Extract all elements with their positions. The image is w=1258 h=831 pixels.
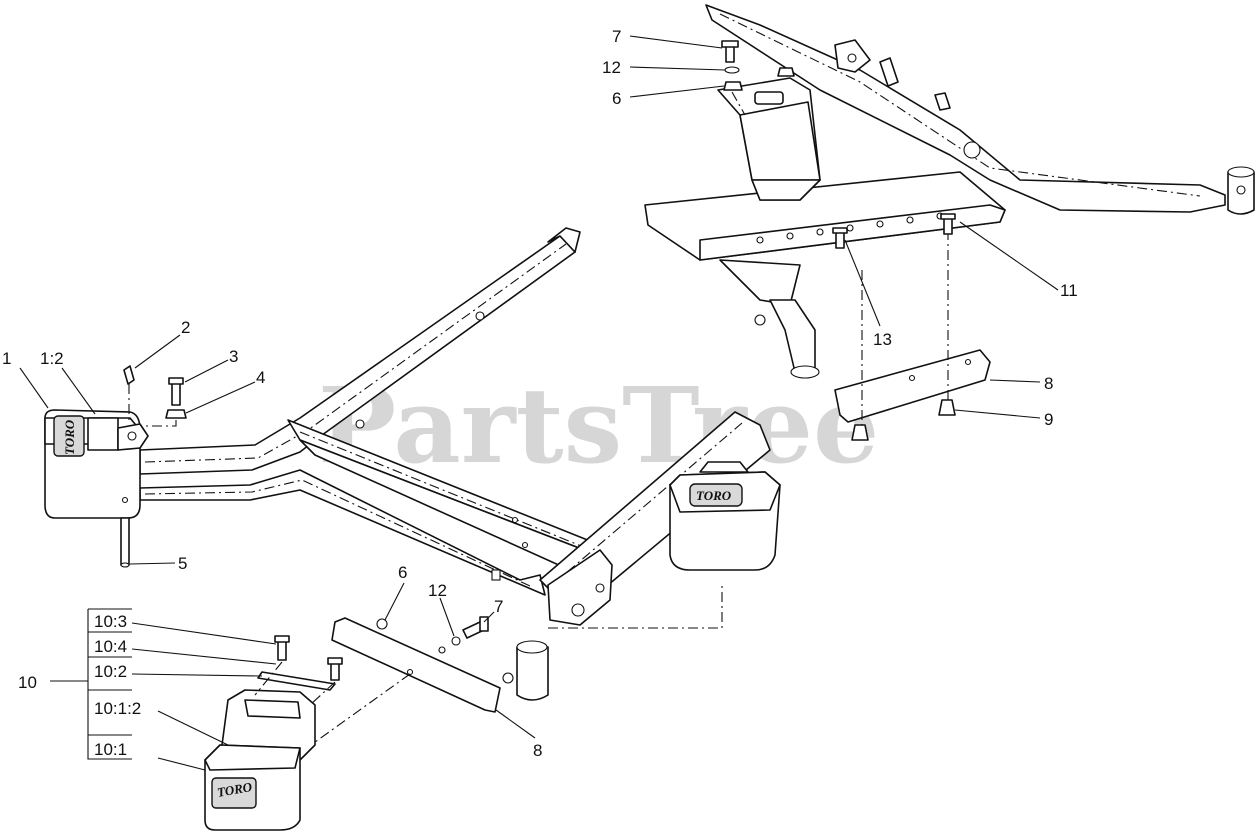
logo-front-right-weight: TORO [696, 488, 732, 503]
callout-2: 2 [181, 318, 190, 337]
callout-1-2: 1:2 [40, 349, 64, 368]
callout-11: 11 [1060, 281, 1078, 300]
callout-10-1-2: 10:1:2 [94, 699, 141, 718]
callout-9: 9 [1044, 410, 1053, 429]
leader-lines [19, 35, 1059, 771]
callout-7-top: 7 [612, 27, 621, 46]
callout-4: 4 [256, 368, 265, 387]
right-rail-bracket [832, 213, 991, 441]
logo-front-left-weight: TORO [216, 779, 254, 800]
callout-6-top: 6 [612, 89, 621, 108]
callout-10-2: 10:2 [94, 662, 127, 681]
watermark-brand: PartsTree [318, 364, 879, 487]
callout-13: 13 [873, 330, 892, 349]
callout-12-bottom: 12 [428, 581, 447, 600]
callout-10-1: 10:1 [94, 740, 127, 759]
callout-10: 10 [18, 673, 37, 692]
callout-1: 1 [2, 349, 11, 368]
callout-10-3: 10:3 [94, 612, 127, 631]
callout-10-4: 10:4 [94, 637, 127, 656]
upper-frame [644, 4, 1255, 379]
callout-8-right: 8 [1044, 374, 1053, 393]
front-right-weight: TORO [669, 461, 781, 571]
callout-12-top: 12 [602, 58, 621, 77]
front-left-weight: TORO [204, 635, 343, 831]
callout-3: 3 [229, 347, 238, 366]
callout-8-bottom: 8 [533, 741, 542, 760]
callout-labels: 1 1:2 2 3 4 5 7 12 6 11 13 8 9 6 12 7 8 … [2, 27, 1078, 760]
logo-left-weight: TORO [62, 419, 77, 455]
left-weight-hardware [120, 365, 187, 568]
callout-5: 5 [178, 554, 187, 573]
left-weight: TORO [44, 409, 149, 519]
callout-6-bottom: 6 [398, 563, 407, 582]
callout-7-bottom: 7 [494, 597, 503, 616]
main-frame [139, 227, 771, 701]
